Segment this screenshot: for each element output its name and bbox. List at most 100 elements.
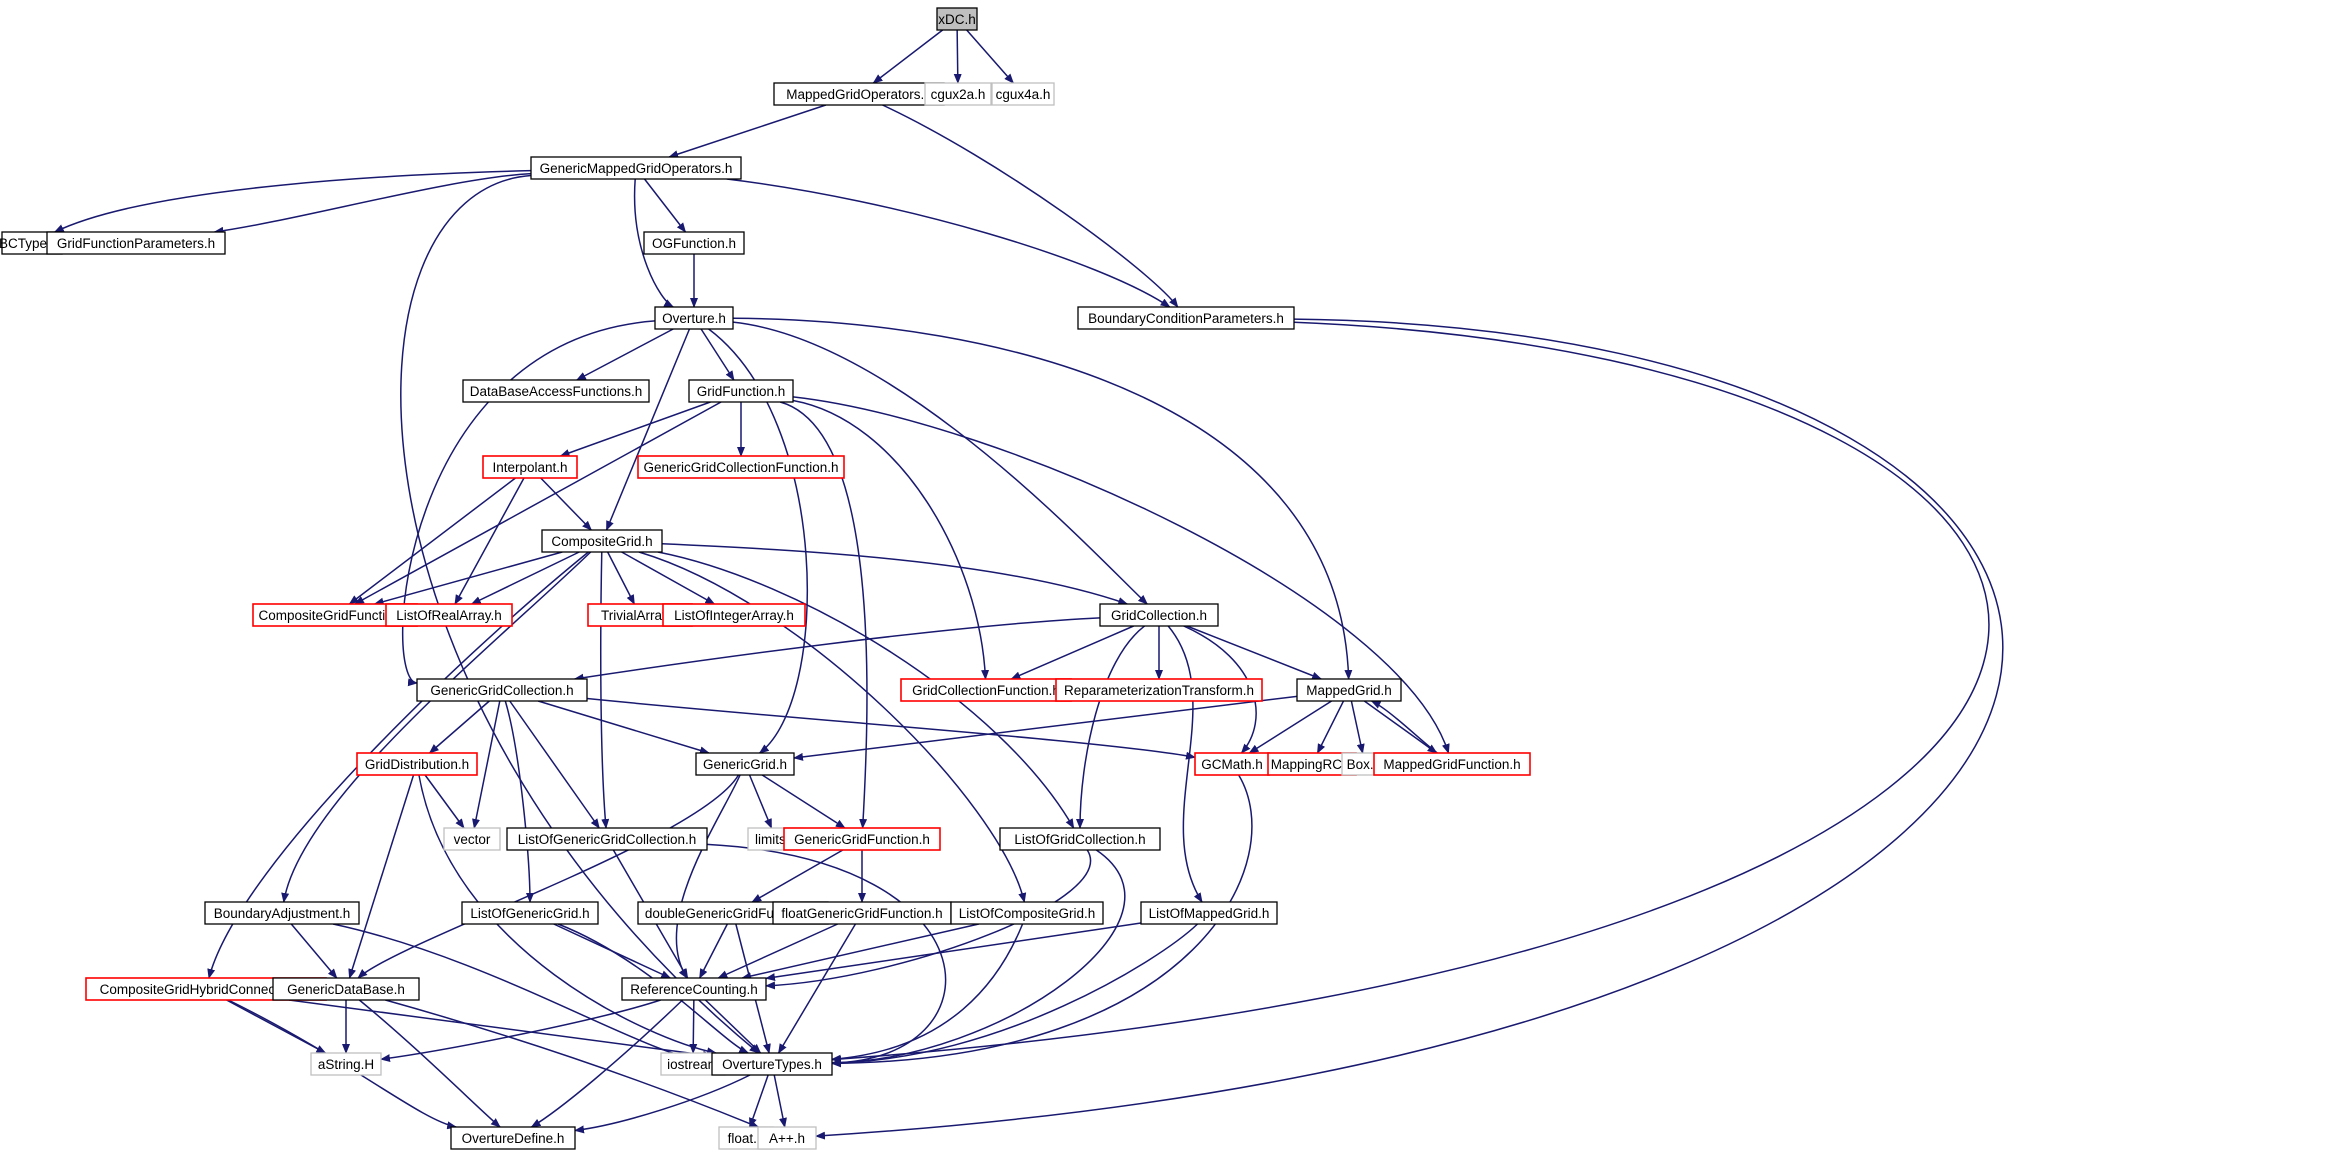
node-box	[621, 977, 767, 1001]
node-label: ListOfMappedGrid.h	[1149, 906, 1270, 921]
node-BoundaryConditionParameters[interactable]: BoundaryConditionParameters.h	[1077, 306, 1295, 330]
node-OvertureDefine[interactable]: OvertureDefine.h	[450, 1126, 576, 1150]
node-label: GenericGridCollectionFunction.h	[643, 460, 838, 475]
edge-BoundaryAdjustment-to-GenericDataBase	[290, 923, 338, 979]
edge-Overture-to-GenericGridCollection	[401, 320, 656, 687]
node-GridCollectionFunction[interactable]: GridCollectionFunction.h	[900, 678, 1072, 702]
node-GenericDataBase[interactable]: GenericDataBase.h	[272, 977, 420, 1001]
edge-Overture-to-GridFunction	[700, 328, 735, 381]
node-label: OvertureDefine.h	[462, 1131, 565, 1146]
node-GCMath[interactable]: GCMath.h	[1194, 752, 1270, 776]
edge-Interpolant-to-CompositeGridFunction	[348, 477, 516, 605]
edge-floatGenericGridFunction-to-ReferenceCounting	[717, 923, 838, 979]
node-box	[711, 1052, 833, 1076]
node-CompositeGridHybridConnectivity[interactable]: CompositeGridHybridConnectivity.h	[85, 977, 327, 1001]
node-label: MappedGrid.h	[1306, 683, 1392, 698]
node-ReparameterizationTransform[interactable]: ReparameterizationTransform.h	[1055, 678, 1263, 702]
node-box	[1055, 678, 1263, 702]
node-aStringH[interactable]: aString.H	[310, 1052, 382, 1076]
node-GenericGridCollection[interactable]: GenericGridCollection.h	[416, 678, 588, 702]
node-box	[482, 455, 578, 479]
node-GridCollection[interactable]: GridCollection.h	[1099, 603, 1219, 627]
node-GridFunction[interactable]: GridFunction.h	[688, 379, 794, 403]
edge-GridCollection-to-ListOfMappedGrid	[1167, 625, 1203, 903]
node-ListOfMappedGrid[interactable]: ListOfMappedGrid.h	[1140, 901, 1278, 925]
node-MappingRC[interactable]: MappingRC.h	[1267, 752, 1357, 776]
node-floatGenericGridFunction[interactable]: floatGenericGridFunction.h	[772, 901, 952, 925]
node-label: A++.h	[769, 1131, 805, 1146]
node-ListOfGenericGrid[interactable]: ListOfGenericGrid.h	[461, 901, 599, 925]
edge-BoundaryConditionParameters-to-App	[815, 318, 2004, 1140]
edge-OvertureTypes-to-App	[773, 1074, 787, 1128]
node-GridDistribution[interactable]: GridDistribution.h	[356, 752, 478, 776]
node-BoundaryAdjustment[interactable]: BoundaryAdjustment.h	[204, 901, 360, 925]
edge-CompositeGrid-to-ListOfGridCollection	[657, 551, 1075, 829]
node-label: floatGenericGridFunction.h	[781, 906, 942, 921]
edge-GridDistribution-to-vector	[424, 774, 465, 829]
node-ListOfGridCollection[interactable]: ListOfGridCollection.h	[999, 827, 1161, 851]
edge-xDC-to-cgux2a	[953, 29, 962, 84]
node-MappedGrid[interactable]: MappedGrid.h	[1296, 678, 1402, 702]
node-label: GridDistribution.h	[365, 757, 469, 772]
node-label: CompositeGridFunction.h	[258, 608, 411, 623]
node-box	[991, 82, 1055, 106]
edge-CompositeGrid-to-BoundaryAdjustment	[281, 551, 592, 903]
node-label: GridCollection.h	[1111, 608, 1207, 623]
node-OvertureTypes[interactable]: OvertureTypes.h	[711, 1052, 833, 1076]
node-ListOfCompositeGrid[interactable]: ListOfCompositeGrid.h	[950, 901, 1104, 925]
node-Overture[interactable]: Overture.h	[654, 306, 734, 330]
node-cgux4a[interactable]: cgux4a.h	[991, 82, 1055, 106]
node-MappedGridOperators[interactable]: MappedGridOperators.h	[773, 82, 945, 106]
edge-ListOfCompositeGrid-to-OvertureTypes	[831, 923, 1024, 1063]
edge-Overture-to-DataBaseAccessFunctions	[575, 328, 674, 381]
edge-CompositeGrid-to-CompositeGridFunction	[373, 551, 563, 606]
node-box	[688, 379, 794, 403]
node-Interpolant[interactable]: Interpolant.h	[482, 455, 578, 479]
edge-ReferenceCounting-to-iostream	[689, 999, 698, 1054]
node-GenericMappedGridOperators[interactable]: GenericMappedGridOperators.h	[530, 156, 742, 180]
node-CompositeGridFunction[interactable]: CompositeGridFunction.h	[252, 603, 418, 627]
edge-GridCollection-to-MappedGrid	[1186, 625, 1323, 680]
edge-xDC-to-MappedGridOperators	[872, 29, 944, 84]
node-box	[637, 455, 845, 479]
node-xDC[interactable]: xDC.h	[936, 7, 978, 31]
node-OGFunction[interactable]: OGFunction.h	[643, 231, 745, 255]
node-GridFunctionParameters[interactable]: GridFunctionParameters.h	[46, 231, 226, 255]
node-box	[1373, 752, 1531, 776]
node-box	[924, 82, 992, 106]
node-label: MappedGridFunction.h	[1383, 757, 1520, 772]
node-box	[654, 306, 734, 330]
node-box	[272, 977, 420, 1001]
node-MappedGridFunction[interactable]: MappedGridFunction.h	[1373, 752, 1531, 776]
edge-GenericGridFunction-to-doubleGenericGridFunction	[751, 849, 844, 903]
edge-MappedGridOperators-to-GenericMappedGridOperators	[668, 104, 827, 158]
node-ListOfGenericGridCollection[interactable]: ListOfGenericGridCollection.h	[506, 827, 708, 851]
edge-GenericDataBase-to-OvertureDefine	[358, 999, 501, 1128]
edge-GenericGridCollection-to-GenericGrid	[537, 700, 710, 755]
node-ListOfRealArray[interactable]: ListOfRealArray.h	[385, 603, 513, 627]
node-vector[interactable]: vector	[443, 827, 501, 851]
node-App[interactable]: A++.h	[757, 1126, 817, 1150]
edge-GenericGridCollection-to-vector	[472, 700, 501, 829]
node-DataBaseAccessFunctions[interactable]: DataBaseAccessFunctions.h	[462, 379, 650, 403]
edge-CompositeGrid-to-ListOfIntegerArray	[621, 551, 716, 605]
node-box	[385, 603, 513, 627]
node-CompositeGrid[interactable]: CompositeGrid.h	[541, 529, 663, 553]
node-label: ReferenceCounting.h	[630, 982, 758, 997]
node-label: vector	[454, 832, 491, 847]
node-GenericGridCollectionFunction[interactable]: GenericGridCollectionFunction.h	[637, 455, 845, 479]
edge-ReferenceCounting-to-OvertureDefine	[530, 999, 684, 1128]
edge-GenericGridCollection-to-ListOfGenericGridCollection	[509, 700, 600, 829]
edge-ReferenceCounting-to-aStringH	[380, 999, 661, 1063]
node-ReferenceCounting[interactable]: ReferenceCounting.h	[621, 977, 767, 1001]
node-label: OvertureTypes.h	[722, 1057, 822, 1072]
node-GenericGridFunction[interactable]: GenericGridFunction.h	[783, 827, 941, 851]
node-label: MappingRC.h	[1271, 757, 1354, 772]
node-cgux2a[interactable]: cgux2a.h	[924, 82, 992, 106]
edge-MappedGrid-to-GCMath	[1248, 700, 1333, 754]
node-ListOfIntegerArray[interactable]: ListOfIntegerArray.h	[662, 603, 806, 627]
edge-GenericGridCollection-to-GridDistribution	[428, 700, 490, 754]
node-GenericGrid[interactable]: GenericGrid.h	[695, 752, 795, 776]
edge-CompositeGrid-to-ListOfGenericGridCollection	[599, 551, 610, 829]
edge-OvertureTypes-to-OvertureDefine	[574, 1074, 751, 1134]
